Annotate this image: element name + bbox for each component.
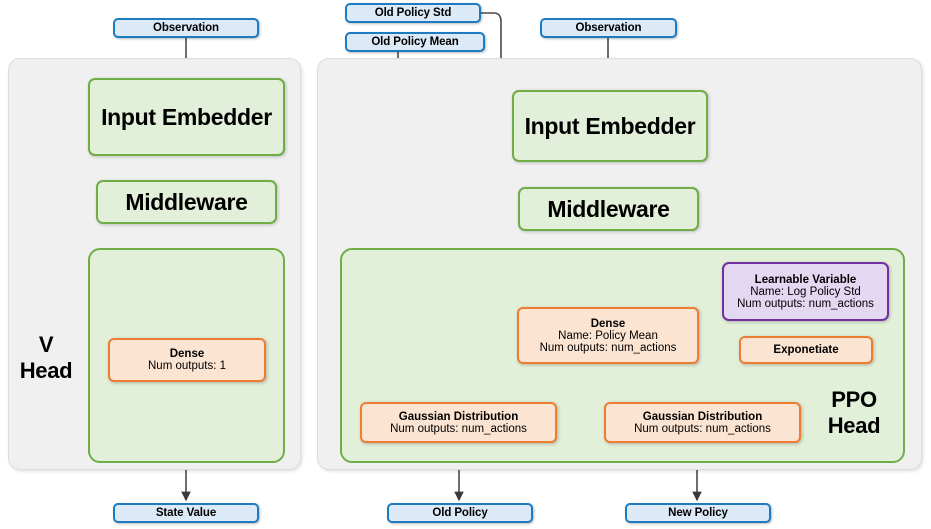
ppo-head-learnable-variable[interactable]: Learnable Variable Name: Log Policy Std … xyxy=(722,262,889,321)
ppo-head-gaussian-new-num-outputs: Num outputs: num_actions xyxy=(634,422,771,435)
v-head-state-value-output[interactable]: State Value xyxy=(113,503,259,523)
ppo-head-middleware-label: Middleware xyxy=(547,195,670,222)
ppo-head-gaussian-old-title: Gaussian Distribution xyxy=(398,410,519,423)
ppo-head-new-policy-output-label: New Policy xyxy=(668,507,728,519)
ppo-head-learnable-variable-num-outputs: Num outputs: num_actions xyxy=(737,297,874,310)
v-head-label: V Head xyxy=(10,332,82,384)
v-head-dense-node[interactable]: Dense Num outputs: 1 xyxy=(108,338,266,382)
ppo-head-gaussian-old-num-outputs: Num outputs: num_actions xyxy=(390,422,527,435)
ppo-head-old-policy-mean-input[interactable]: Old Policy Mean xyxy=(345,32,485,52)
ppo-head-learnable-variable-title: Learnable Variable xyxy=(754,273,857,286)
v-head-middleware[interactable]: Middleware xyxy=(96,180,277,224)
ppo-head-dense-title: Dense xyxy=(590,317,626,330)
ppo-head-input-embedder-label: Input Embedder xyxy=(524,112,696,139)
ppo-head-label-line1: PPO xyxy=(831,387,877,412)
ppo-head-label: PPO Head xyxy=(808,387,900,439)
v-head-input-embedder[interactable]: Input Embedder xyxy=(88,78,285,156)
ppo-head-dense-name: Name: Policy Mean xyxy=(558,329,658,342)
ppo-head-gaussian-distribution-old[interactable]: Gaussian Distribution Num outputs: num_a… xyxy=(360,402,557,443)
v-head-label-line2: Head xyxy=(19,357,73,383)
ppo-head-dense-policy-mean[interactable]: Dense Name: Policy Mean Num outputs: num… xyxy=(517,307,699,364)
ppo-head-dense-num-outputs: Num outputs: num_actions xyxy=(539,341,677,354)
ppo-head-exponetiate-title: Exponetiate xyxy=(773,344,839,356)
ppo-head-observation-label: Observation xyxy=(575,22,642,34)
ppo-head-middleware[interactable]: Middleware xyxy=(518,187,699,231)
ppo-head-label-line2: Head xyxy=(827,412,881,438)
ppo-head-old-policy-std-label: Old Policy Std xyxy=(374,7,452,19)
v-head-input-embedder-label: Input Embedder xyxy=(101,103,272,130)
ppo-head-input-embedder[interactable]: Input Embedder xyxy=(512,90,708,162)
v-head-dense-title: Dense xyxy=(169,348,205,360)
ppo-head-gaussian-distribution-new[interactable]: Gaussian Distribution Num outputs: num_a… xyxy=(604,402,801,443)
ppo-head-exponetiate[interactable]: Exponetiate xyxy=(739,336,873,364)
v-head-dense-num-outputs: Num outputs: 1 xyxy=(148,360,226,372)
v-head-label-line1: V xyxy=(38,332,54,357)
ppo-head-old-policy-std-input[interactable]: Old Policy Std xyxy=(345,3,481,23)
ppo-head-learnable-variable-name: Name: Log Policy Std xyxy=(750,285,861,298)
v-head-observation-input[interactable]: Observation xyxy=(113,18,259,38)
ppo-head-old-policy-mean-label: Old Policy Mean xyxy=(371,36,459,48)
ppo-head-old-policy-output[interactable]: Old Policy xyxy=(387,503,533,523)
v-head-middleware-label: Middleware xyxy=(125,188,248,215)
ppo-head-gaussian-new-title: Gaussian Distribution xyxy=(642,410,763,423)
v-head-observation-label: Observation xyxy=(152,22,219,34)
v-head-state-value-label: State Value xyxy=(155,507,217,519)
ppo-head-old-policy-output-label: Old Policy xyxy=(432,507,488,519)
ppo-head-observation-input[interactable]: Observation xyxy=(540,18,677,38)
ppo-head-new-policy-output[interactable]: New Policy xyxy=(625,503,771,523)
